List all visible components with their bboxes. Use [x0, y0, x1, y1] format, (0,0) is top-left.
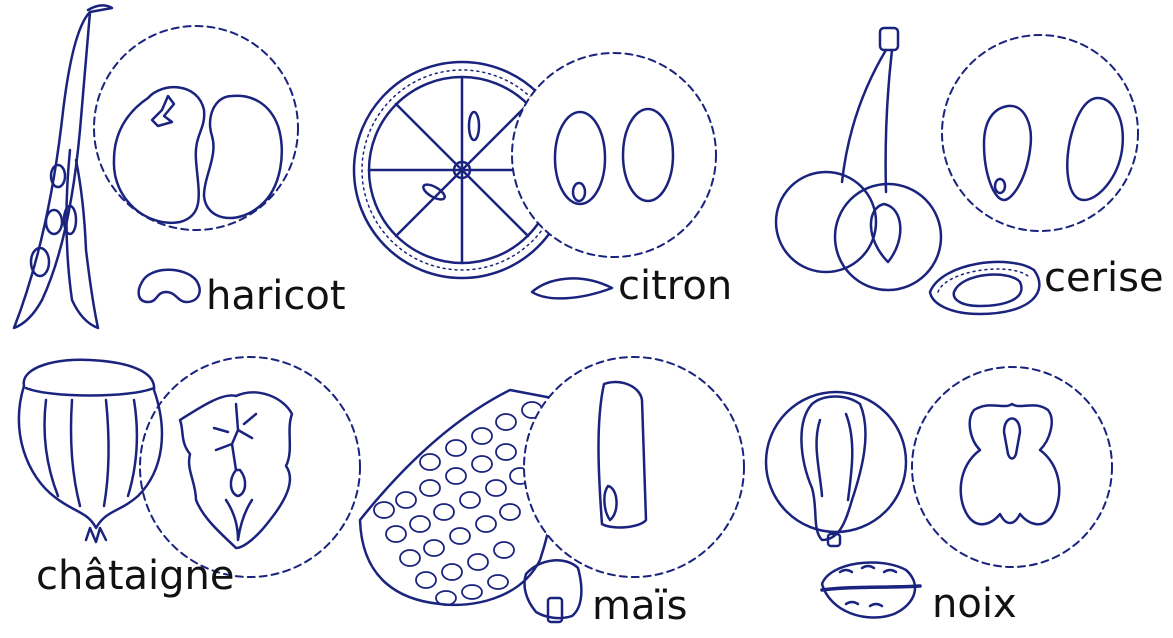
bean-half-right — [204, 96, 282, 218]
label-citron: citron — [618, 266, 732, 306]
cerise-detail-circle — [942, 35, 1138, 231]
citron-detail-circle — [512, 53, 716, 257]
mais-detail-circle — [524, 357, 744, 577]
walnut-fruit — [766, 392, 906, 546]
chataigne-detail-circle — [140, 357, 360, 577]
label-haricot: haricot — [206, 276, 346, 316]
noix-illustration — [766, 367, 1112, 617]
corn-kernels — [374, 402, 542, 605]
bean-seed-small — [139, 270, 200, 302]
bean-pod — [14, 5, 112, 328]
label-noix: noix — [932, 584, 1017, 624]
lemon-seed-small — [532, 278, 612, 298]
cherry-fruit — [776, 28, 941, 290]
cherry-kernel-left — [984, 106, 1031, 200]
citron-illustration — [354, 53, 716, 298]
bean-embryo — [152, 96, 174, 126]
label-chataigne: châtaigne — [36, 556, 235, 596]
cherry-kernel-right — [1067, 98, 1122, 200]
label-cerise: cerise — [1044, 258, 1164, 298]
label-mais: maïs — [592, 586, 687, 626]
noix-detail-circle — [912, 367, 1112, 567]
corn-kernel-small — [524, 560, 581, 618]
bean-half-left — [114, 87, 204, 223]
walnut-kernel — [961, 404, 1060, 524]
chataigne-illustration — [19, 357, 360, 577]
